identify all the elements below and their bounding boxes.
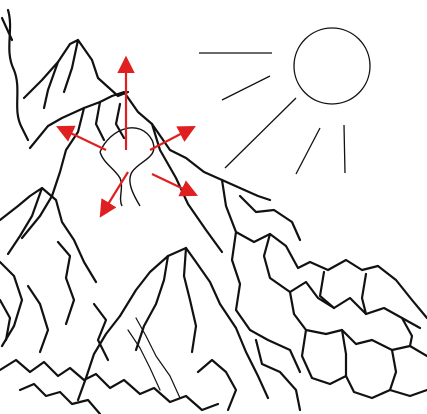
rock [390, 350, 396, 390]
sun-ray [296, 128, 320, 174]
rocks-right [222, 180, 427, 318]
rock [256, 340, 300, 410]
foreground-ridge [78, 316, 120, 400]
back-peak-ridge [64, 40, 78, 92]
sun-icon [199, 28, 370, 174]
arrows [60, 60, 194, 214]
rock [302, 330, 427, 398]
rock [362, 274, 366, 314]
lower-ridge [28, 286, 48, 352]
rock [320, 272, 334, 308]
foreground-ridge [184, 248, 196, 352]
rock [20, 384, 100, 414]
mountain [0, 10, 427, 414]
sun-ray [344, 125, 345, 173]
main-peak [30, 92, 270, 200]
foreground-hatch [128, 330, 160, 390]
sun-ray [225, 98, 296, 168]
rock [342, 330, 346, 376]
lower-ridge [58, 242, 74, 324]
mountain-edge [8, 10, 28, 140]
summit-detail [96, 102, 104, 140]
sun-ray [222, 76, 270, 100]
rock [198, 360, 236, 410]
arrow-lower-right [152, 174, 194, 194]
sun-disc [294, 28, 370, 104]
arrow-lower-left [102, 172, 128, 214]
